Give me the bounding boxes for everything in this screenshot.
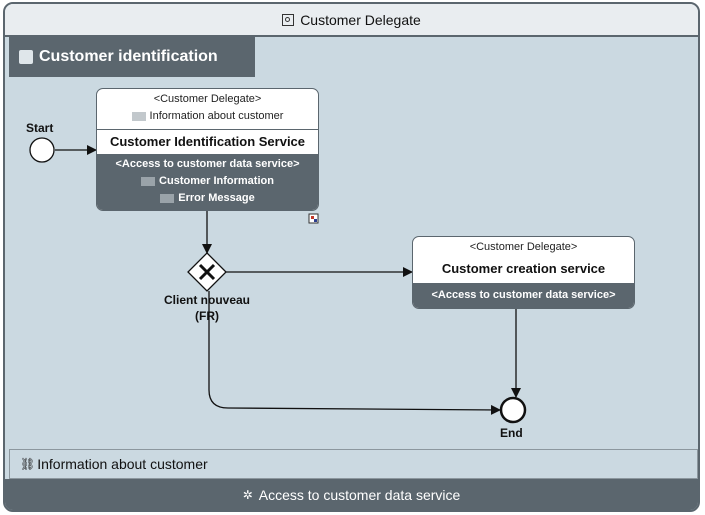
start-label: Start bbox=[26, 121, 54, 135]
task-customer-identification[interactable]: <Customer Delegate> Information about cu… bbox=[96, 88, 319, 211]
service-icon: ✲ bbox=[242, 487, 253, 502]
task1-output2: Error Message bbox=[97, 192, 318, 209]
gateway-x-icon bbox=[198, 263, 216, 281]
task1-output1-label: Customer Information bbox=[159, 175, 274, 187]
data-flow-icon: ⛓ bbox=[20, 457, 36, 471]
task1-input-label: Information about customer bbox=[149, 110, 284, 122]
pool-footer[interactable]: ✲ Access to customer data service bbox=[5, 479, 698, 510]
task1-stereotype: <Customer Delegate> bbox=[153, 93, 262, 105]
task1-output1: Customer Information bbox=[97, 175, 318, 192]
task1-output2-label: Error Message bbox=[178, 192, 255, 204]
section-header[interactable]: Customer identification bbox=[9, 37, 255, 77]
pool-header[interactable]: Customer Delegate bbox=[5, 4, 698, 37]
exclusive-gateway[interactable] bbox=[187, 252, 227, 292]
pool-title: Customer Delegate bbox=[300, 11, 421, 28]
envelope-icon bbox=[141, 176, 156, 186]
task2-access: <Access to customer data service> bbox=[413, 283, 634, 308]
envelope-icon bbox=[131, 111, 146, 121]
information-row[interactable]: ⛓ Information about customer bbox=[9, 449, 698, 479]
task1-name: Customer Identification Service bbox=[97, 129, 318, 154]
task1-access: <Access to customer data service> bbox=[115, 158, 300, 170]
gateway-label-line1: Client nouveau bbox=[163, 293, 250, 307]
gateway-label-line2: (FR) bbox=[195, 309, 219, 323]
task-customer-creation[interactable]: <Customer Delegate> Customer creation se… bbox=[412, 236, 635, 309]
start-event[interactable] bbox=[29, 137, 55, 163]
section-icon bbox=[19, 50, 33, 64]
task1-input: Information about customer bbox=[97, 109, 318, 129]
link-icon[interactable] bbox=[308, 213, 319, 224]
task1-access-area: <Access to customer data service> Custom… bbox=[97, 154, 318, 210]
envelope-icon bbox=[160, 193, 175, 203]
information-label: Information about customer bbox=[37, 456, 208, 472]
task2-stereotype: <Customer Delegate> bbox=[469, 241, 578, 253]
section-title: Customer identification bbox=[39, 48, 218, 65]
gateway-label: Client nouveau (FR) bbox=[157, 293, 257, 323]
pool-icon bbox=[282, 13, 295, 26]
flow-gateway-to-end[interactable] bbox=[208, 291, 501, 415]
end-event[interactable] bbox=[499, 396, 527, 424]
task2-name: Customer creation service bbox=[441, 261, 606, 276]
end-label: End bbox=[500, 426, 523, 440]
footer-label: Access to customer data service bbox=[258, 486, 461, 503]
